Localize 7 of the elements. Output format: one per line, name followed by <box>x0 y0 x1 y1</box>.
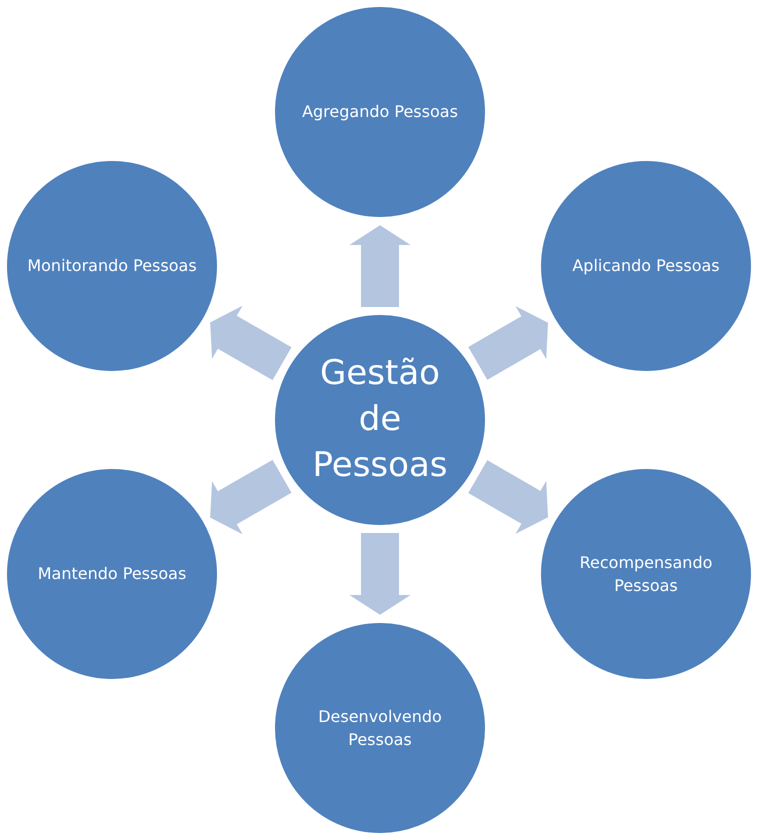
node-label: Gestão de Pessoas <box>312 352 448 487</box>
node-label: Recompensando Pessoas <box>578 552 714 597</box>
node-label: Mantendo Pessoas <box>38 563 186 586</box>
node-label: Monitorando Pessoas <box>27 255 197 278</box>
node-label: Desenvolvendo Pessoas <box>317 706 443 751</box>
node-label: Aplicando Pessoas <box>572 255 720 278</box>
node-label: Agregando Pessoas <box>302 101 458 124</box>
